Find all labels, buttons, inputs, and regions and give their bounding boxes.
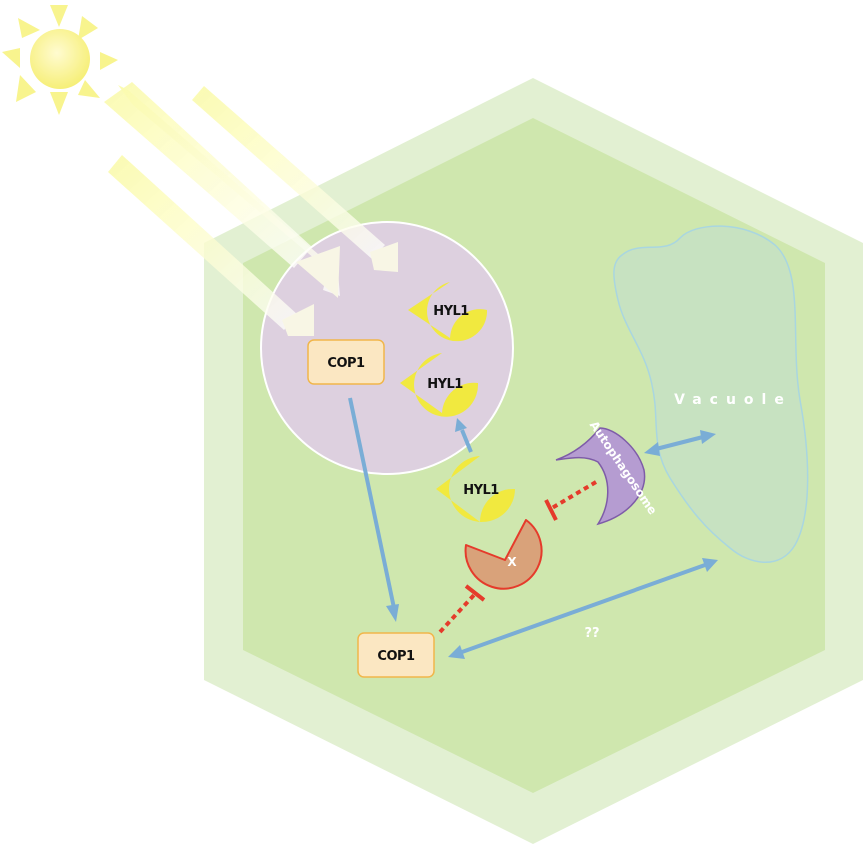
sun-icon [2,5,118,115]
hyl1-cytoplasmic [436,456,515,522]
arrow-autophagosome-vacuole [655,435,704,451]
hyl1-nuclear-1 [408,282,488,342]
inhibitions [438,480,598,634]
vacuole [613,225,809,563]
unknown-link-label: ?? [584,626,599,641]
hyl1-nuclear-1-label: HYL1 [433,304,469,319]
arrow-cop1-export [348,397,396,609]
x-protein-label: X [507,555,517,569]
hyl1-cytoplasmic-label: HYL1 [463,483,499,498]
hyl1-nuclear-2 [400,353,479,417]
arrows [348,397,718,659]
arrow-hyl1-import [460,429,473,453]
cop1-cytoplasmic-label: COP1 [377,649,415,664]
cop1-nuclear [307,339,385,385]
light-beam-3 [108,155,298,330]
cop1-nuclear-label: COP1 [327,356,365,371]
autophagosome [555,427,646,526]
cop1-cytoplasmic [357,632,435,678]
x-protein [464,519,543,590]
light-beam-2 [192,86,385,259]
hyl1-nuclear-2-label: HYL1 [427,377,463,392]
light-beams [104,82,398,336]
vacuole-label: Vacuole [674,392,792,408]
arrow-cop1-vacuole [461,563,706,654]
